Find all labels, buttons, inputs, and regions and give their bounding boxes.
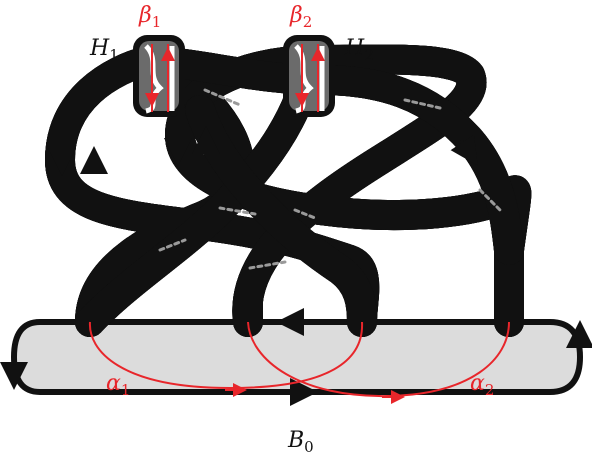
label-B0: B0 bbox=[287, 428, 314, 456]
band-c bbox=[135, 45, 524, 265]
twist-markers bbox=[158, 88, 502, 270]
handle-H1 bbox=[133, 35, 185, 117]
label-alpha1: α1 bbox=[106, 371, 130, 399]
label-beta2: β2 bbox=[289, 3, 312, 31]
label-H2: H2 bbox=[344, 36, 374, 64]
handle-H2 bbox=[283, 35, 335, 117]
alpha1-curve bbox=[88, 321, 364, 390]
label-beta1: β1 bbox=[138, 3, 161, 31]
band-e bbox=[185, 95, 377, 337]
alpha-curves bbox=[88, 321, 510, 404]
label-alpha2: α2 bbox=[470, 371, 494, 399]
label-H1: H1 bbox=[89, 36, 119, 64]
